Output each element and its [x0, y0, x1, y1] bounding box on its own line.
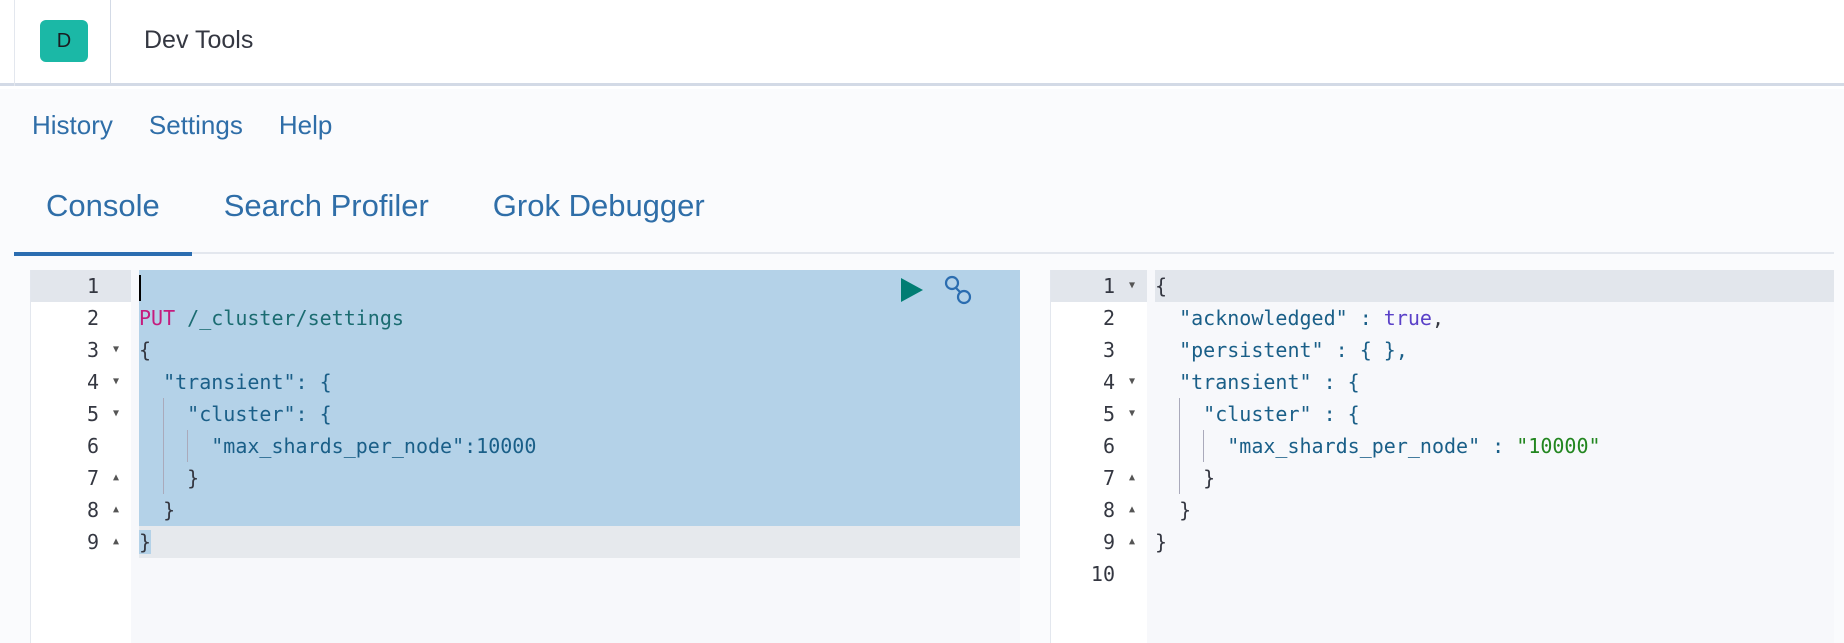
- code-line: "cluster": {: [139, 398, 1020, 430]
- request-actions: [899, 274, 973, 306]
- line-number: 3: [1102, 338, 1115, 362]
- code-line: }: [139, 494, 1020, 526]
- fold-up-icon[interactable]: ▲: [1128, 504, 1135, 515]
- string-value: "10000": [1516, 434, 1601, 458]
- line-number: 8▲: [1051, 494, 1147, 526]
- indent-guide: [163, 398, 164, 430]
- code-line: [1155, 558, 1834, 590]
- code-line: "max_shards_per_node":10000: [139, 430, 1020, 462]
- fold-up-icon[interactable]: ▲: [112, 504, 119, 515]
- code-text: }: [139, 466, 200, 490]
- indent-guide: [1179, 398, 1180, 430]
- line-number: 6: [1102, 434, 1115, 458]
- request-editor[interactable]: 1 2 3▼ 4▼ 5▼ 6 7▲ 8▲ 9▲ PUT /_cluster/se…: [30, 270, 1020, 643]
- line-number: 6: [86, 434, 99, 458]
- code-text: "cluster": {: [139, 402, 332, 426]
- fold-down-icon[interactable]: ▼: [112, 408, 119, 419]
- fold-down-icon[interactable]: ▼: [112, 376, 119, 387]
- code-line: }: [1155, 462, 1834, 494]
- indent-guide: [1179, 462, 1180, 494]
- play-icon[interactable]: [899, 276, 925, 304]
- text-cursor: [139, 274, 141, 301]
- code-line: {: [1155, 270, 1834, 302]
- line-gutter: 1 2 3▼ 4▼ 5▼ 6 7▲ 8▲ 9▲: [31, 270, 131, 643]
- fold-down-icon[interactable]: ▼: [112, 344, 119, 355]
- code-lines: { "acknowledged" : true, "persistent" : …: [1155, 270, 1834, 590]
- fold-up-icon[interactable]: ▲: [112, 472, 119, 483]
- space-avatar[interactable]: D: [40, 20, 88, 62]
- code-line: "cluster" : {: [1155, 398, 1834, 430]
- line-number: 9▲: [1051, 526, 1147, 558]
- code-text: "max_shards_per_node" :: [1155, 434, 1517, 458]
- code-line: }: [139, 526, 1020, 558]
- page-title: Dev Tools: [144, 26, 254, 54]
- code-line: PUT /_cluster/settings: [139, 302, 1020, 334]
- boolean-value: true: [1383, 306, 1432, 330]
- line-number: 3▼: [31, 334, 131, 366]
- indent-guide: [1179, 430, 1180, 462]
- fold-down-icon[interactable]: ▼: [1128, 408, 1135, 419]
- line-number: 5▼: [1051, 398, 1147, 430]
- avatar-letter: D: [56, 29, 72, 52]
- indent-guide: [187, 430, 188, 462]
- tab-grok-debugger[interactable]: Grok Debugger: [492, 188, 705, 223]
- line-number: 7▲: [31, 462, 131, 494]
- code-line: [139, 270, 1020, 302]
- code-text: "max_shards_per_node":10000: [139, 434, 537, 458]
- line-number: 9▲: [31, 526, 131, 558]
- line-number: 1: [31, 270, 131, 302]
- indent-guide: [163, 430, 164, 462]
- line-number: 8▲: [31, 494, 131, 526]
- tab-console[interactable]: Console: [14, 180, 192, 256]
- tab-bar: Console Search Profiler Grok Debugger: [14, 180, 1834, 256]
- code-line: "persistent" : { },: [1155, 338, 1408, 362]
- line-number: 10: [1090, 562, 1115, 586]
- indent-guide: [163, 462, 164, 494]
- request-path: /_cluster/settings: [175, 306, 404, 330]
- fold-down-icon[interactable]: ▼: [1128, 376, 1135, 387]
- line-number: 7▲: [1051, 462, 1147, 494]
- code-line: "transient": {: [139, 366, 1020, 398]
- menu-history[interactable]: History: [32, 110, 113, 140]
- code-line: }: [1155, 530, 1168, 554]
- menu-settings[interactable]: Settings: [148, 110, 243, 140]
- menu-help[interactable]: Help: [278, 110, 333, 140]
- code-lines[interactable]: PUT /_cluster/settings { "transient": { …: [139, 270, 1020, 558]
- line-number: 2: [86, 306, 99, 330]
- code-text: "acknowledged" :: [1155, 306, 1384, 330]
- fold-down-icon[interactable]: ▼: [1128, 280, 1135, 291]
- line-number: 4▼: [1051, 366, 1147, 398]
- code-line: }: [139, 462, 1020, 494]
- line-number: 4▼: [31, 366, 131, 398]
- fold-up-icon[interactable]: ▲: [112, 536, 119, 547]
- line-number: 2: [1102, 306, 1115, 330]
- code-text: "cluster" : {: [1155, 402, 1360, 426]
- code-line: "acknowledged" : true,: [1155, 306, 1444, 330]
- line-number: 5▼: [31, 398, 131, 430]
- code-text: }: [139, 530, 152, 554]
- code-line: "max_shards_per_node" : "10000": [1155, 430, 1834, 462]
- top-menu: History Settings Help: [32, 110, 332, 141]
- divider: [14, 0, 15, 86]
- code-line: "transient" : {: [1155, 370, 1360, 394]
- code-line: {: [139, 334, 1020, 366]
- code-line: }: [1155, 498, 1192, 522]
- line-gutter: 1▼ 2 3 4▼ 5▼ 6 7▲ 8▲ 9▲ 10: [1051, 270, 1147, 643]
- divider: [110, 0, 111, 86]
- indent-guide: [1203, 430, 1204, 462]
- fold-up-icon[interactable]: ▲: [1128, 472, 1135, 483]
- response-viewer[interactable]: 1▼ 2 3 4▼ 5▼ 6 7▲ 8▲ 9▲ 10 { "acknowledg…: [1050, 270, 1834, 643]
- line-number: 1▼: [1051, 270, 1147, 302]
- wrench-icon[interactable]: [943, 274, 973, 306]
- http-method: PUT: [139, 306, 176, 330]
- code-text: }: [1155, 466, 1216, 490]
- top-header: D Dev Tools: [0, 0, 1844, 86]
- tab-search-profiler[interactable]: Search Profiler: [223, 188, 429, 223]
- fold-up-icon[interactable]: ▲: [1128, 536, 1135, 547]
